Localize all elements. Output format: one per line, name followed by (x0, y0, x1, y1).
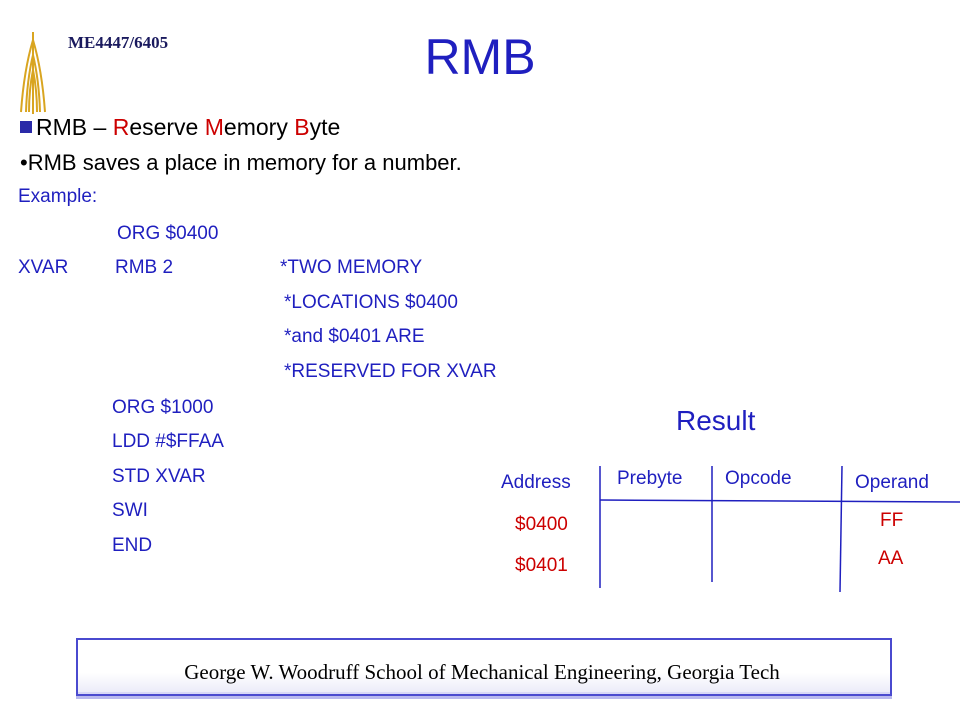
code-comment-3: *and $0401 ARE (284, 326, 425, 347)
code-comment-2: *LOCATIONS $0400 (284, 292, 458, 313)
code-swi: SWI (112, 500, 148, 521)
code-std: STD XVAR (112, 466, 206, 487)
code-end: END (112, 535, 153, 556)
header-operand: Operand (855, 472, 929, 493)
rmb-definition: RMB – Reserve Memory Byte (20, 114, 340, 141)
header-address: Address (501, 472, 571, 493)
footer-text: George W. Woodruff School of Mechanical … (184, 660, 780, 684)
code-comment-4: *RESERVED FOR XVAR (284, 361, 497, 382)
table-divider-3 (839, 465, 843, 593)
course-code: ME4447/6405 (68, 33, 169, 52)
header-prebyte: Prebyte (617, 468, 683, 489)
footer-banner (76, 638, 892, 696)
result-title: Result (676, 405, 756, 436)
table-header-underline (599, 499, 960, 503)
georgia-tech-logo-icon (20, 32, 46, 114)
row-1-address: $0400 (515, 514, 568, 535)
code-ldd: LDD #$FFAA (112, 431, 224, 452)
code-xvar-label: XVAR (18, 257, 69, 278)
slide-title: RMB (424, 29, 536, 85)
header-opcode: Opcode (725, 468, 792, 489)
code-comment-1: *TWO MEMORY (280, 257, 423, 278)
code-rmb: RMB 2 (115, 257, 174, 278)
row-2-operand: AA (878, 548, 904, 569)
row-1-operand: FF (880, 510, 904, 531)
bullet-square-icon (20, 121, 32, 133)
code-org1: ORG $0400 (117, 223, 219, 244)
example-label: Example: (18, 186, 98, 207)
row-2-address: $0401 (515, 555, 568, 576)
rmb-description: •RMB saves a place in memory for a numbe… (20, 150, 462, 175)
code-org2: ORG $1000 (112, 397, 214, 418)
